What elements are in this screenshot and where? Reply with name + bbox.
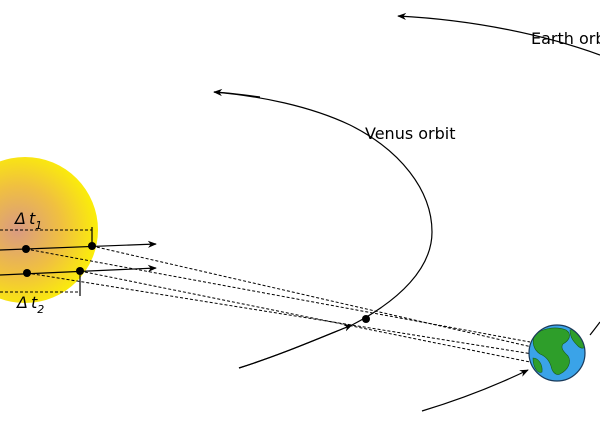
- venus-dot-1b: [88, 242, 96, 250]
- sun-disk-icon: [0, 157, 98, 303]
- sight-line-2b: [79, 270, 531, 363]
- venus-orbit-label: Venus orbit: [365, 124, 456, 143]
- earth-orbit-path-right: [589, 321, 600, 336]
- sight-line-1a: [25, 248, 531, 343]
- venus-dot-2a: [23, 269, 31, 277]
- venus-orbit-arrow-end: [213, 88, 261, 98]
- earth-orbit-path-lower: [421, 369, 529, 412]
- venus-dot-1a: [22, 245, 30, 253]
- earth-globe-icon: [528, 324, 586, 382]
- earth-orbit-label: Earth orbit: [531, 29, 600, 48]
- venus-dot-2b: [76, 267, 84, 275]
- sight-line-1b: [91, 245, 546, 351]
- sight-line-2a: [26, 272, 546, 357]
- earth-orbit-path: [397, 12, 600, 56]
- venus-planet-icon: [362, 315, 370, 323]
- venus-orbit-arrow-start: [238, 324, 353, 369]
